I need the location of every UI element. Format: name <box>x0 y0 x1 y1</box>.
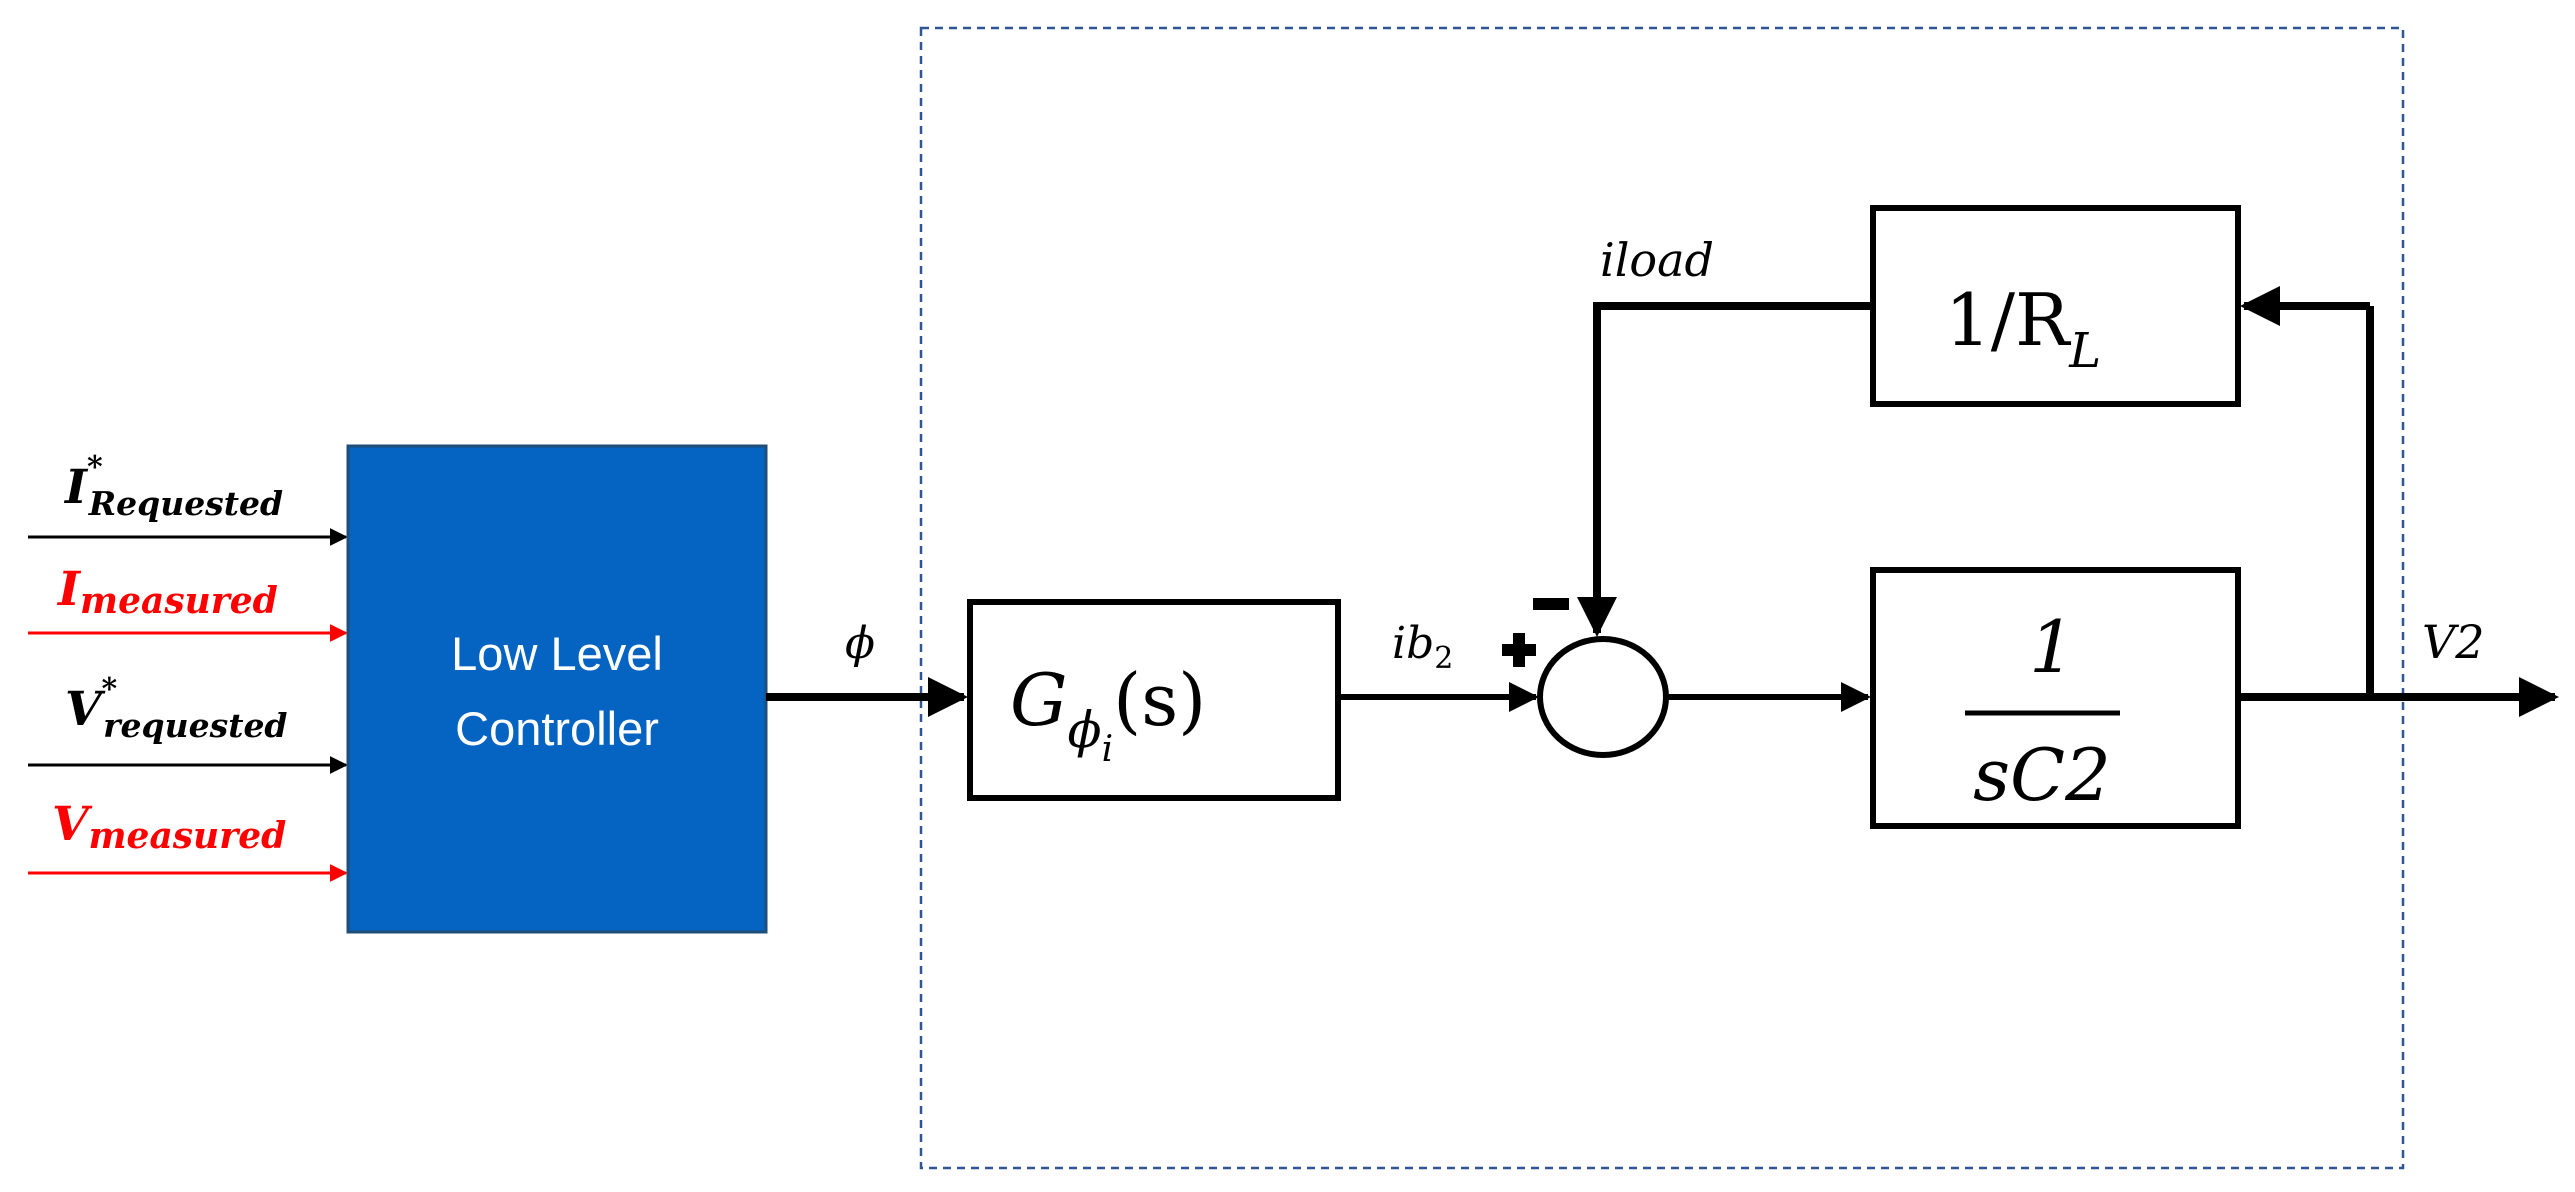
minus-sign-icon <box>1533 598 1569 610</box>
integrator-numerator: 1 <box>2029 605 2075 689</box>
load-resistance-prefix: 1/R <box>1945 278 2071 362</box>
input-v-requested-sup: * <box>101 672 117 707</box>
input-i-measured: Imeasured <box>28 562 348 642</box>
transfer-function-block <box>967 599 1341 801</box>
load-resistance-label: 1/RL <box>1945 278 2101 379</box>
phi-signal-label: ϕ <box>845 618 875 669</box>
input-i-requested-sub: Requested <box>88 484 283 523</box>
load-resistance-block <box>1870 205 2241 407</box>
input-i-requested: I*Requested <box>28 450 348 546</box>
ib2-main: ib <box>1392 618 1434 669</box>
input-i-requested-main: I <box>63 460 89 515</box>
input-i-measured-sub: measured <box>80 580 278 622</box>
ib2-signal-label: ib2 <box>1392 618 1453 676</box>
input-v-requested-main: V <box>65 682 106 737</box>
input-v-measured: Vmeasured <box>28 797 348 882</box>
controller-label-line1: Low Level <box>451 627 663 680</box>
svg-text:V*requested: V*requested <box>65 672 288 745</box>
plus-sign-icon <box>1502 633 1536 667</box>
transfer-function-main: G <box>1010 658 1068 742</box>
iload-path <box>1577 302 1873 637</box>
svg-text:Imeasured: Imeasured <box>56 562 278 622</box>
input-v-measured-sub: measured <box>88 815 286 857</box>
transfer-function-arg: (s) <box>1113 658 1206 742</box>
low-level-controller-block <box>346 444 768 934</box>
input-v-requested-sub: requested <box>103 706 287 745</box>
svg-text:I*Requested: I*Requested <box>63 450 283 523</box>
input-v-measured-main: V <box>52 797 93 852</box>
ib2-sub: 2 <box>1434 641 1453 676</box>
transfer-function-label: Gϕi(s) <box>1010 658 1206 770</box>
plant-boundary-frame <box>919 26 2405 1170</box>
integrator-denominator: sC2 <box>1973 733 2111 817</box>
transfer-function-sub: ϕ <box>1068 701 1102 759</box>
summing-junction <box>1537 636 1669 758</box>
v2-signal-label: V2 <box>2422 615 2485 669</box>
input-v-requested: V*requested <box>28 672 348 774</box>
input-i-requested-sup: * <box>87 450 103 485</box>
controller-label-line2: Controller <box>455 702 659 755</box>
input-i-measured-main: I <box>56 562 82 617</box>
iload-signal-label: iload <box>1600 233 1714 287</box>
transfer-function-subsub: i <box>1102 729 1114 770</box>
load-resistance-sub: L <box>2068 323 2101 379</box>
svg-text:Vmeasured: Vmeasured <box>52 797 286 857</box>
